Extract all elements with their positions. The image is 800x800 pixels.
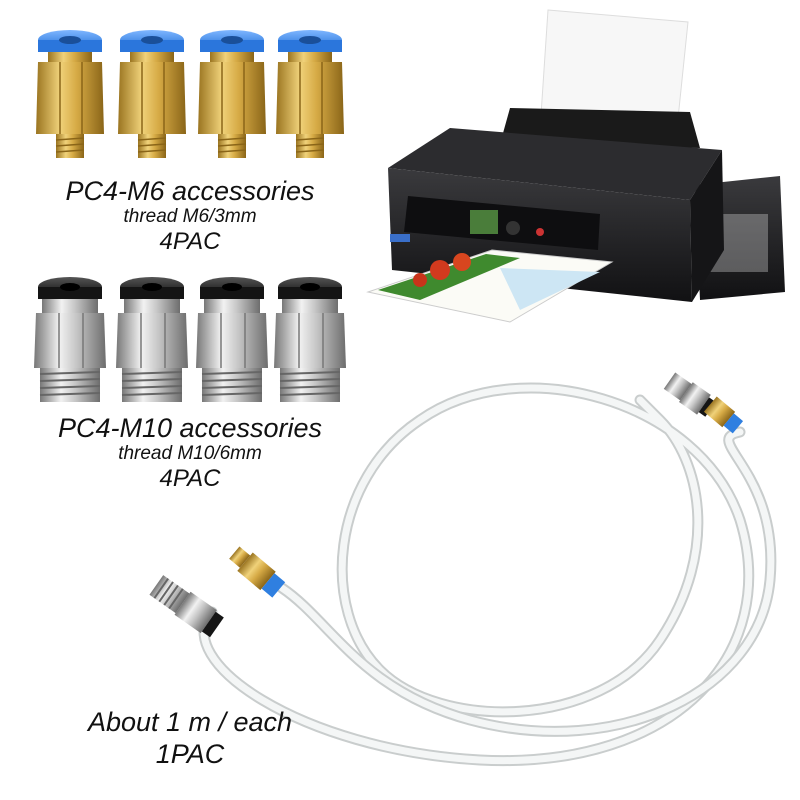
m6-count: 4PAC bbox=[159, 228, 221, 255]
fitting-m6-icon bbox=[36, 30, 104, 158]
printer-icon bbox=[366, 9, 785, 323]
m6-title: PC4-M6 accessories bbox=[65, 176, 315, 206]
fitting-m10-icon bbox=[34, 277, 106, 402]
fitting-m6-icon bbox=[118, 30, 186, 158]
m6-thread: thread M6/3mm bbox=[123, 206, 257, 227]
fitting-m6-row bbox=[36, 30, 344, 158]
m10-title: PC4-M10 accessories bbox=[57, 413, 323, 443]
tube-end-fitting-m6 bbox=[703, 396, 744, 434]
fitting-m10-row bbox=[34, 277, 346, 402]
m10-thread: thread M10/6mm bbox=[118, 443, 262, 464]
fitting-m6-icon bbox=[198, 30, 266, 158]
m6-caption: PC4-M6 accessories thread M6/3mm 4PAC bbox=[20, 176, 360, 256]
tube-end-fitting-m6 bbox=[229, 546, 286, 598]
tube-caption: About 1 m / each 1PAC bbox=[40, 706, 340, 770]
fitting-m10-icon bbox=[116, 277, 188, 402]
ptfe-tube-icon bbox=[198, 382, 777, 767]
tube-end-fitting-m10 bbox=[149, 575, 224, 638]
fitting-m10-icon bbox=[196, 277, 268, 402]
tube-length: About 1 m / each bbox=[87, 707, 293, 737]
fitting-m10-icon bbox=[274, 277, 346, 402]
fitting-m6-icon bbox=[276, 30, 344, 158]
m10-caption: PC4-M10 accessories thread M10/6mm 4PAC bbox=[20, 413, 360, 493]
tube-count: 1PAC bbox=[155, 739, 225, 769]
tube-end-fitting-m10 bbox=[663, 372, 716, 417]
m10-count: 4PAC bbox=[159, 465, 221, 492]
